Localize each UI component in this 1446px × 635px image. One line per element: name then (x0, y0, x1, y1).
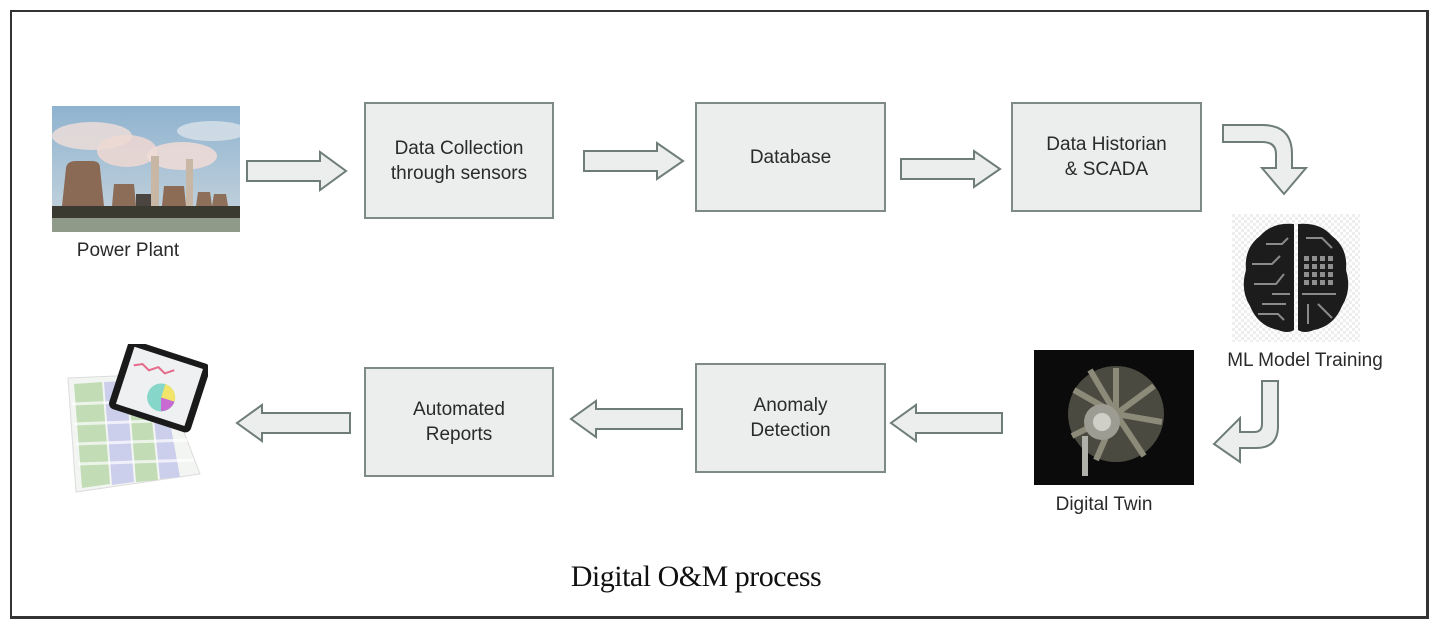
arrow-automated-reports-to-output (235, 403, 351, 443)
figure-frame (10, 10, 1429, 619)
figure-caption: Digital O&M process (570, 560, 822, 593)
data-collection-box: Data Collection through sensors (364, 102, 554, 219)
power-plant-icon (52, 106, 240, 232)
arrow-ml-model-to-digital-twin (1212, 380, 1279, 464)
database-box: Database (695, 102, 886, 212)
ml-model-image (1232, 214, 1360, 342)
digital-twin-image (1034, 350, 1194, 485)
automated-reports-label: Automated Reports (413, 399, 505, 445)
power-plant-label: Power Plant (76, 240, 180, 261)
radial-engine-icon (1034, 350, 1194, 485)
anomaly-detection-label: Anomaly Detection (750, 395, 831, 441)
arrow-data-collection-to-database (583, 141, 685, 181)
circuit-brain-icon (1232, 214, 1360, 342)
database-label: Database (749, 146, 832, 168)
ml-model-training-label: ML Model Training (1227, 350, 1383, 371)
data-collection-label: Data Collection through sensors (390, 137, 528, 184)
digital-twin-label: Digital Twin (1055, 494, 1153, 515)
power-plant-image (52, 106, 240, 232)
arrow-database-to-data-historian (900, 149, 1002, 189)
data-historian-box: Data Historian & SCADA (1011, 102, 1202, 212)
arrow-digital-twin-to-anomaly-detection (889, 403, 1003, 443)
reports-output-image (62, 344, 208, 494)
arrow-anomaly-detection-to-automated-reports (569, 399, 683, 439)
arrow-data-historian-to-ml-model (1222, 124, 1309, 196)
data-historian-label: Data Historian & SCADA (1046, 134, 1167, 180)
tablet-with-charts-icon (67, 344, 208, 493)
anomaly-detection-box: Anomaly Detection (695, 363, 886, 473)
arrow-power-plant-to-data-collection (246, 150, 348, 192)
automated-reports-box: Automated Reports (364, 367, 554, 477)
